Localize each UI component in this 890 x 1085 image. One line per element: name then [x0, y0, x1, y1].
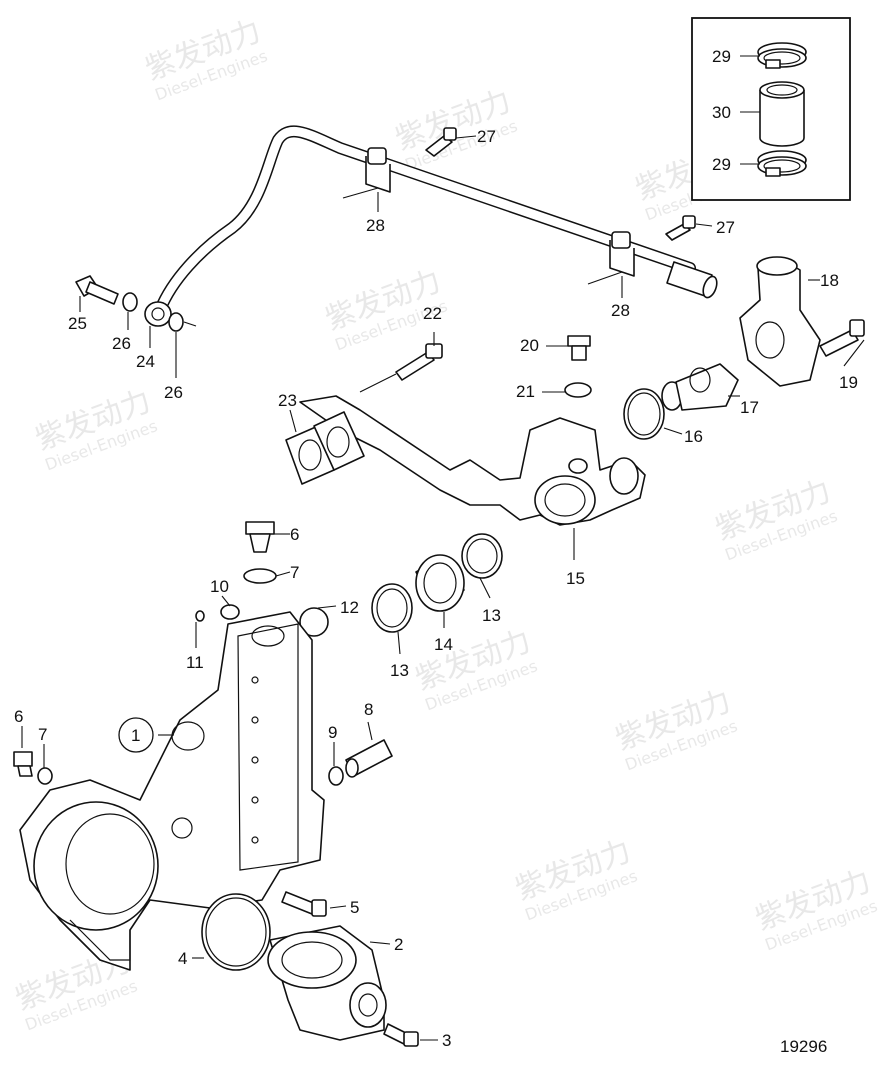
- callout-14: 14: [434, 635, 453, 654]
- callout-20: 20: [520, 336, 539, 355]
- washer-7-top: [243, 568, 277, 584]
- callout-5: 5: [350, 898, 359, 917]
- pin-11: [195, 610, 205, 622]
- callout-28-left: 28: [366, 216, 385, 235]
- callout-18: 18: [820, 271, 839, 290]
- bolt-27-upper: [425, 127, 457, 157]
- banjo-bolt-25: [75, 275, 119, 305]
- callout-3: 3: [442, 1031, 451, 1050]
- callout-19: 19: [839, 373, 858, 392]
- hose-clamp-top: [757, 42, 807, 69]
- callout-29-bottom: 29: [712, 155, 731, 174]
- callout-26-left: 26: [112, 334, 131, 353]
- callout-23: 23: [278, 391, 297, 410]
- callout-11: 11: [186, 653, 204, 672]
- hose-clamp-bottom: [757, 150, 807, 177]
- o-ring-13-left: [371, 583, 413, 633]
- washer-21: [564, 382, 592, 398]
- watermark: 紫发动力 Diesel-Engines: [611, 684, 740, 775]
- callout-16: 16: [684, 427, 703, 446]
- callout-1-circle: [118, 717, 154, 753]
- callout-13-right: 13: [482, 606, 501, 625]
- bolt-3: [383, 1023, 419, 1047]
- callout-12: 12: [340, 598, 359, 617]
- callout-1: 1: [131, 726, 140, 745]
- callout-17: 17: [740, 398, 759, 417]
- callout-27-upper: 27: [477, 127, 496, 146]
- pipe-clamp-left: [365, 147, 391, 193]
- washer-26-left: [122, 292, 138, 312]
- callout-21: 21: [516, 382, 535, 401]
- callout-7-left: 7: [38, 725, 47, 744]
- watermark: 紫发动力 Diesel-Engines: [511, 834, 640, 925]
- plug-6-left: [13, 751, 33, 777]
- callout-10: 10: [210, 577, 229, 596]
- hose-sleeve: [759, 81, 805, 147]
- water-pump-2: [267, 925, 387, 1041]
- bolt-22: [395, 343, 443, 381]
- callout-7-top: 7: [290, 563, 299, 582]
- callout-26-right: 26: [164, 383, 183, 402]
- watermark: 紫发动力 Diesel-Engines: [411, 624, 540, 715]
- callout-15: 15: [566, 569, 585, 588]
- sensor-8: [345, 739, 393, 778]
- callout-9: 9: [328, 723, 337, 742]
- watermark: 紫发动力 Diesel-Engines: [31, 384, 160, 475]
- plug-20: [567, 335, 591, 361]
- callout-22: 22: [423, 304, 442, 323]
- coolant-pipe: [144, 125, 718, 327]
- callout-29-top: 29: [712, 47, 731, 66]
- ring-10: [220, 604, 240, 620]
- washer-26-right: [168, 312, 184, 332]
- plug-12: [299, 607, 329, 637]
- o-ring-13-right: [461, 533, 503, 579]
- bolt-19: [819, 319, 865, 357]
- callout-6-left: 6: [14, 707, 23, 726]
- callout-labels: 29 30 29 27 28 27 28 18 19 25 26 24 26 2…: [14, 47, 858, 1050]
- thermostat-17: [661, 363, 739, 411]
- watermark: 紫发动力 Diesel-Engines: [711, 474, 840, 565]
- callout-27-lower: 27: [716, 218, 735, 237]
- watermark: 紫发动力 Diesel-Engines: [141, 14, 270, 105]
- callout-8: 8: [364, 700, 373, 719]
- o-ring-16: [623, 388, 665, 440]
- watermark: 紫发动力 Diesel-Engines: [751, 864, 880, 955]
- callout-24: 24: [136, 352, 155, 371]
- bolt-27-lower: [665, 215, 696, 241]
- leader-lines: [21, 135, 865, 1041]
- callout-25: 25: [68, 314, 87, 333]
- drawing-number: 19296: [780, 1037, 827, 1056]
- sleeve-14: [415, 554, 465, 612]
- pump-housing: [19, 611, 325, 971]
- bolt-5: [281, 891, 327, 917]
- washer-9: [328, 766, 344, 786]
- gasket-4: [201, 893, 271, 971]
- washer-7-left: [37, 767, 53, 785]
- outlet-elbow-18: [739, 256, 821, 387]
- hose-inset-box: [691, 17, 851, 201]
- callout-4: 4: [178, 949, 187, 968]
- thermostat-housing: [299, 395, 646, 526]
- callout-28-right: 28: [611, 301, 630, 320]
- callout-2: 2: [394, 935, 403, 954]
- plug-6-top: [245, 521, 275, 553]
- callout-30: 30: [712, 103, 731, 122]
- pipe-clamp-right: [609, 231, 635, 277]
- callout-6-top: 6: [290, 525, 299, 544]
- housing-flange: [313, 411, 365, 471]
- callout-13-left: 13: [390, 661, 409, 680]
